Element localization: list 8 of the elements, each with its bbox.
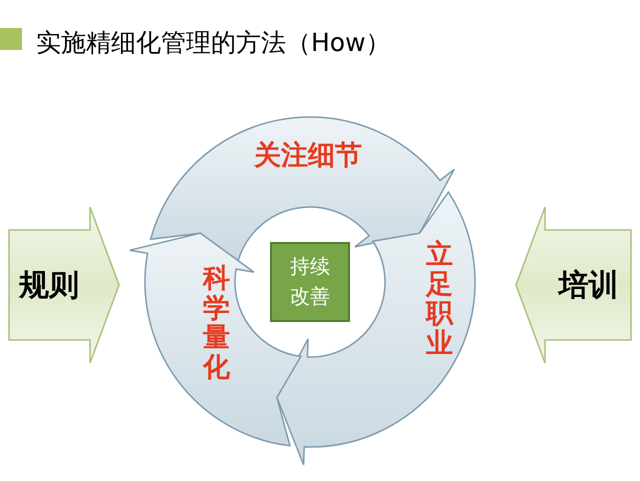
center-box <box>270 242 350 322</box>
block-arrow-label: 规则 <box>19 268 79 304</box>
cycle-step-label: 科学量化 <box>203 264 230 383</box>
cycle-step-label: 关注细节 <box>254 142 362 169</box>
block-arrow-label: 培训 <box>558 268 618 304</box>
center-label: 持续改善 <box>290 255 330 310</box>
cycle-step-label: 立足职业 <box>426 240 453 359</box>
title: 实施精细化管理的方法（How） <box>36 27 391 59</box>
